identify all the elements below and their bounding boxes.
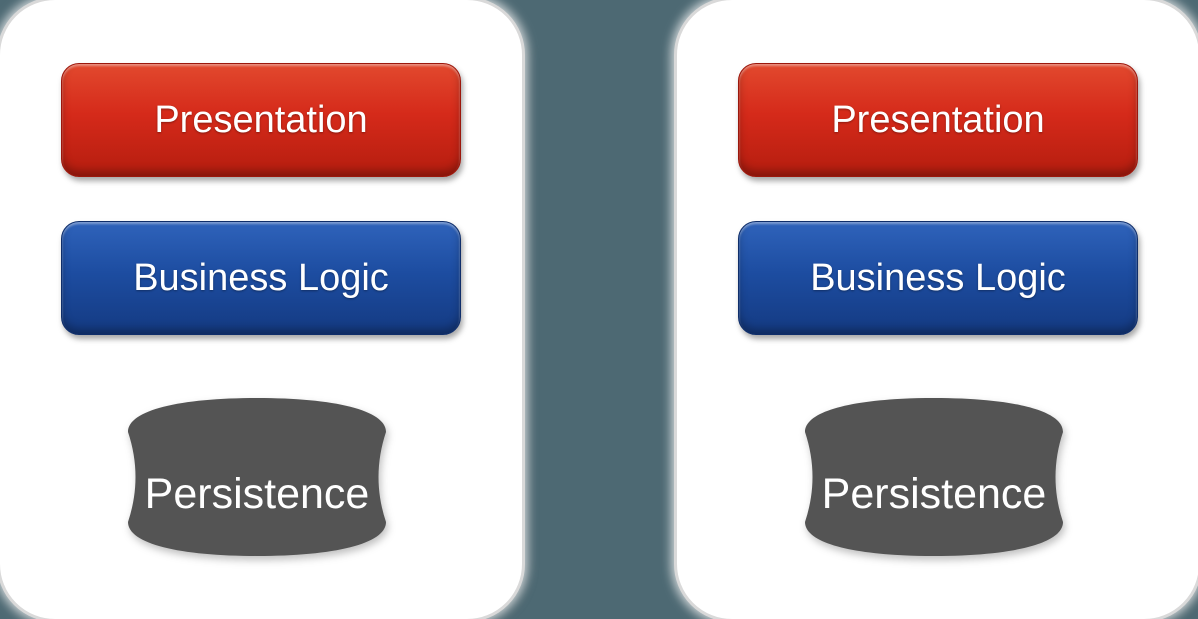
business-logic-layer-left: Business Logic [61, 221, 461, 335]
presentation-layer-right: Presentation [738, 63, 1138, 177]
stack-card-right: Presentation Business Logic Persistence [674, 0, 1198, 619]
database-barrel-shape [805, 398, 1063, 556]
persistence-layer-left: Persistence [120, 388, 394, 560]
business-logic-label: Business Logic [133, 256, 389, 299]
presentation-layer-left: Presentation [61, 63, 461, 177]
stack-card-left: Presentation Business Logic Persistence [0, 0, 525, 619]
persistence-label: Persistence [821, 469, 1047, 518]
persistence-label: Persistence [144, 469, 370, 518]
presentation-label: Presentation [154, 98, 368, 141]
persistence-layer-right: Persistence [797, 388, 1071, 560]
business-logic-label: Business Logic [810, 256, 1066, 299]
business-logic-layer-right: Business Logic [738, 221, 1138, 335]
database-barrel-shape [128, 398, 386, 556]
presentation-label: Presentation [831, 98, 1045, 141]
